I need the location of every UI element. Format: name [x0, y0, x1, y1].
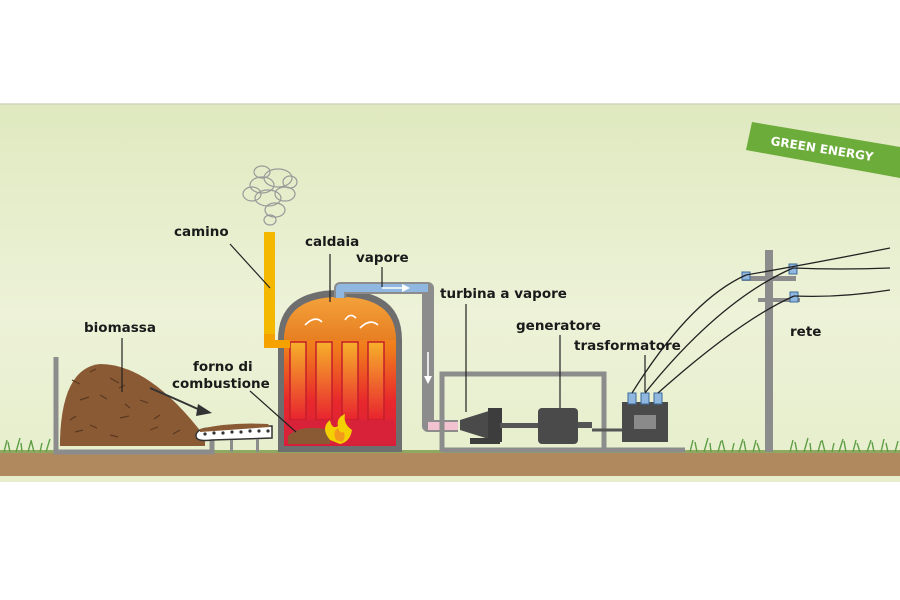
label-vapore: vapore [356, 250, 409, 266]
grass [3, 437, 899, 453]
ground [0, 452, 900, 476]
label-generatore: generatore [516, 318, 601, 334]
leader-lines [121, 243, 646, 433]
label-forno-line1: forno di [193, 359, 253, 375]
turbine-hall [439, 371, 685, 453]
boiler [278, 290, 402, 452]
feed-arrow [149, 387, 201, 411]
turbine-icon [460, 408, 502, 444]
label-caldaia: caldaia [305, 234, 359, 250]
label-turbina: turbina a vapore [440, 286, 567, 302]
label-camino: camino [174, 224, 229, 240]
utility-pole-icon [741, 250, 800, 452]
conveyor-icon [195, 423, 273, 452]
label-rete: rete [790, 324, 821, 340]
shaft [500, 423, 540, 428]
label-biomassa: biomassa [84, 320, 156, 336]
label-forno-line2: combustione [172, 376, 270, 392]
chimney [264, 232, 290, 348]
generator-icon [538, 408, 592, 444]
smoke-icon [242, 165, 298, 226]
transformer-icon [622, 392, 668, 442]
boiler-tubes [289, 341, 385, 421]
steam-pipe [334, 282, 458, 432]
label-trasformatore: trasformatore [574, 338, 681, 354]
flame-icon [325, 414, 352, 444]
